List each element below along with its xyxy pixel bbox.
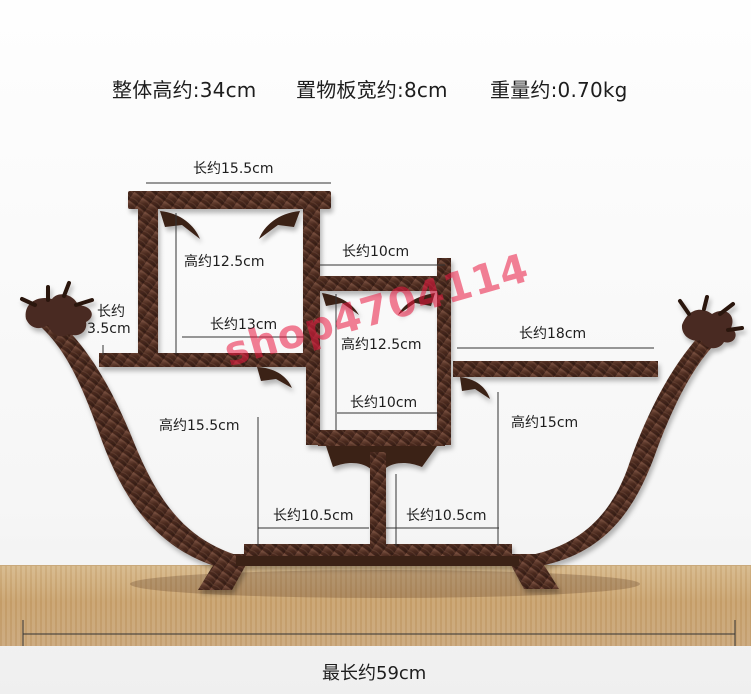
right-dragon-head — [678, 295, 744, 349]
left-height-label: 高约15.5cm — [159, 418, 240, 434]
left-small-length-label-line-1: 长约 — [97, 304, 125, 320]
dimension-lines — [22, 182, 736, 646]
center-stem — [370, 452, 386, 554]
left-main-shelf — [99, 353, 311, 367]
middle-top-board — [318, 276, 445, 291]
right-curved-arm — [509, 316, 727, 569]
floor-shadow — [130, 570, 640, 598]
weight-text: 重量约:0.70kg — [490, 78, 628, 102]
middle-height-label: 高约12.5cm — [341, 337, 422, 353]
right-main-shelf — [453, 361, 658, 377]
wood-stand — [20, 191, 744, 590]
left-dragon-head — [20, 281, 94, 337]
top-length-label: 长约15.5cm — [193, 161, 274, 177]
left-under-bracket — [257, 367, 292, 388]
top-left-bracket — [160, 211, 200, 239]
bottom-left-length-label: 长约10.5cm — [273, 508, 354, 524]
right-shelf-length-label: 长约18cm — [519, 326, 587, 342]
middle-left-post — [306, 286, 320, 445]
left-small-length-label-line-2: 3.5cm — [87, 321, 131, 337]
middle-bottom-length-label: 长约10cm — [350, 395, 418, 411]
bottom-shelf-front — [236, 556, 519, 566]
right-under-bracket — [460, 377, 490, 399]
left-curved-arm — [26, 301, 250, 571]
right-height-label: 高约15cm — [511, 415, 579, 431]
middle-lower-shelf — [318, 430, 445, 446]
middle-top-length-label: 长约10cm — [342, 244, 410, 260]
left-shelf-length-label: 长约13cm — [210, 317, 278, 333]
top-right-bracket — [259, 211, 300, 239]
middle-right-post — [437, 258, 451, 445]
top-board — [128, 191, 331, 209]
middle-right-bracket — [398, 293, 435, 315]
bottom-right-length-label: 长约10.5cm — [406, 508, 487, 524]
shelf-width-text: 置物板宽约:8cm — [296, 78, 448, 102]
middle-left-bracket — [322, 293, 359, 315]
top-left-post — [138, 207, 158, 360]
total-length-label: 最长约59cm — [322, 663, 427, 684]
overall-height-text: 整体高约:34cm — [112, 78, 257, 102]
top-height-label: 高约12.5cm — [184, 254, 265, 270]
